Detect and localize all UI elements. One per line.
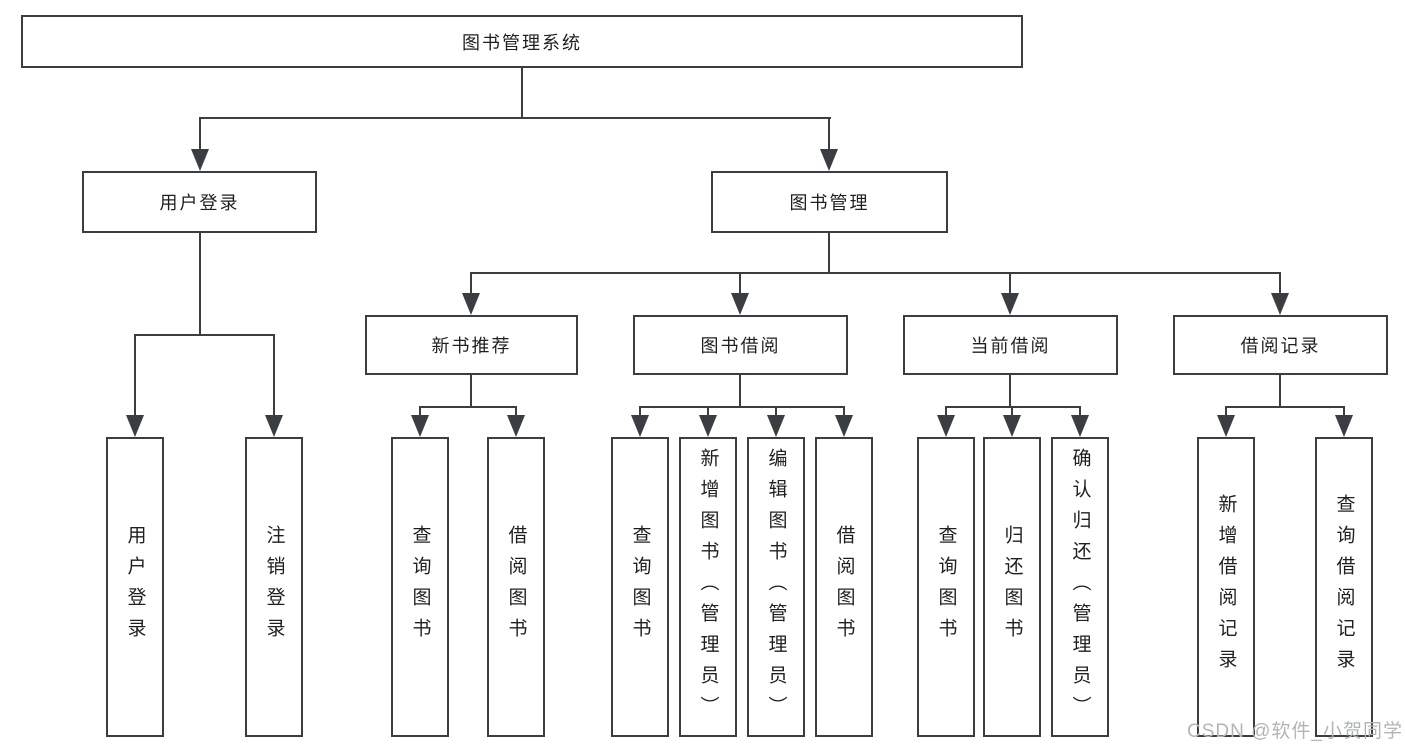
node-book-management: 图书管理 <box>711 171 948 233</box>
connector-line <box>1279 375 1281 408</box>
leaf-label: 确认归还（管理员） <box>1069 447 1091 727</box>
arrowhead-down-icon <box>1071 415 1089 437</box>
leaf-confirm-return-admin: 确认归还（管理员） <box>1051 437 1109 737</box>
leaf-label: 查询图书 <box>629 525 651 649</box>
leaf-label: 借阅图书 <box>833 525 855 649</box>
connector-line <box>843 406 845 418</box>
node-book-borrowing: 图书借阅 <box>633 315 848 375</box>
leaf-label: 新增图书（管理员） <box>697 447 719 727</box>
connector-line <box>1343 406 1345 418</box>
leaf-return-books: 归还图书 <box>983 437 1041 737</box>
connector-line <box>1225 406 1227 418</box>
leaf-label: 借阅图书 <box>505 525 527 649</box>
connector-line <box>1079 406 1081 418</box>
connector-line <box>1225 406 1345 408</box>
arrowhead-down-icon <box>507 415 525 437</box>
connector-line <box>521 68 523 119</box>
node-current-borrowing: 当前借阅 <box>903 315 1118 375</box>
connector-line <box>828 233 830 274</box>
connector-line <box>1009 375 1011 408</box>
arrowhead-down-icon <box>631 415 649 437</box>
connector-line <box>470 375 472 408</box>
arrowhead-down-icon <box>767 415 785 437</box>
leaf-query-borrow-record: 查询借阅记录 <box>1315 437 1373 737</box>
csdn-watermark: CSDN @软件_小贺同学 <box>1187 721 1403 742</box>
leaf-query-books-recommend: 查询图书 <box>391 437 449 737</box>
connector-line <box>945 406 1081 408</box>
leaf-edit-books-admin: 编辑图书（管理员） <box>747 437 805 737</box>
arrowhead-down-icon <box>1003 415 1021 437</box>
connector-line <box>134 334 136 416</box>
leaf-query-books-borrowing: 查询图书 <box>611 437 669 737</box>
arrowhead-down-icon <box>699 415 717 437</box>
connector-line <box>828 117 830 151</box>
leaf-borrow-books-recommend: 借阅图书 <box>487 437 545 737</box>
connector-line <box>1009 272 1011 295</box>
leaf-label: 编辑图书（管理员） <box>765 447 787 727</box>
arrowhead-down-icon <box>1335 415 1353 437</box>
connector-line <box>707 406 709 418</box>
connector-line <box>739 375 741 408</box>
leaf-add-borrow-record: 新增借阅记录 <box>1197 437 1255 737</box>
leaf-label: 归还图书 <box>1001 525 1023 649</box>
connector-line <box>199 117 201 151</box>
leaf-query-books-current: 查询图书 <box>917 437 975 737</box>
connector-line <box>515 406 517 418</box>
arrowhead-down-icon <box>731 293 749 315</box>
leaf-user-login: 用户登录 <box>106 437 164 737</box>
arrowhead-down-icon <box>820 149 838 171</box>
connector-line <box>639 406 845 408</box>
arrowhead-down-icon <box>462 293 480 315</box>
leaf-label: 新增借阅记录 <box>1215 494 1237 680</box>
connector-line <box>739 272 741 295</box>
arrowhead-down-icon <box>1217 415 1235 437</box>
connector-line <box>199 233 201 336</box>
leaf-logout: 注销登录 <box>245 437 303 737</box>
node-new-book-recommend: 新书推荐 <box>365 315 578 375</box>
connector-line <box>273 334 275 416</box>
leaf-borrow-books: 借阅图书 <box>815 437 873 737</box>
arrowhead-down-icon <box>835 415 853 437</box>
leaf-label: 查询图书 <box>935 525 957 649</box>
connector-line <box>639 406 641 418</box>
node-borrowing-records: 借阅记录 <box>1173 315 1388 375</box>
arrowhead-down-icon <box>1271 293 1289 315</box>
node-library-system: 图书管理系统 <box>21 15 1023 68</box>
connector-line <box>470 272 472 295</box>
connector-line <box>1279 272 1281 295</box>
leaf-label: 用户登录 <box>124 525 146 649</box>
connector-line <box>945 406 947 418</box>
connector-line <box>1011 406 1013 418</box>
node-user-login: 用户登录 <box>82 171 317 233</box>
connector-line <box>419 406 517 408</box>
connector-line <box>134 334 275 336</box>
connector-line <box>775 406 777 418</box>
connector-line <box>199 117 831 119</box>
arrowhead-down-icon <box>937 415 955 437</box>
arrowhead-down-icon <box>191 149 209 171</box>
connector-line <box>419 406 421 418</box>
arrowhead-down-icon <box>126 415 144 437</box>
arrowhead-down-icon <box>265 415 283 437</box>
leaf-label: 查询图书 <box>409 525 431 649</box>
arrowhead-down-icon <box>411 415 429 437</box>
leaf-label: 注销登录 <box>263 525 285 649</box>
leaf-label: 查询借阅记录 <box>1333 494 1355 680</box>
connector-line <box>470 272 1281 274</box>
leaf-add-books-admin: 新增图书（管理员） <box>679 437 737 737</box>
arrowhead-down-icon <box>1001 293 1019 315</box>
